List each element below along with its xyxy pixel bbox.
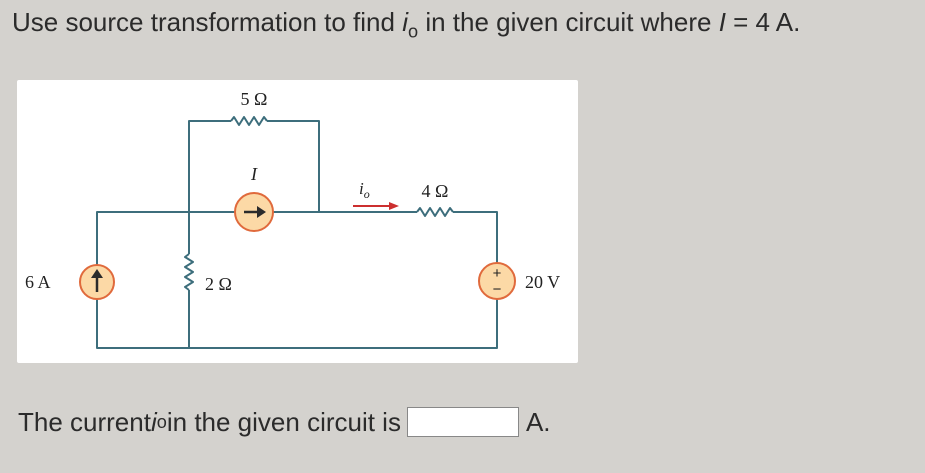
answer-prefix: The current [18,407,151,437]
answer-middle: in the given circuit is [166,407,401,437]
label-20v: 20 V [525,272,560,292]
arrowhead-right-icon [257,206,266,218]
answer-io-symbol: i [150,407,157,437]
io-symbol: i [402,7,408,37]
label-2-ohm: 2 Ω [205,274,232,294]
wire-left-top [96,211,235,270]
answer-input[interactable] [406,407,519,437]
io-direction-arrow [353,202,399,210]
resistor-5-ohm-zigzag [230,116,268,126]
label-io: io [359,179,370,201]
label-io-subscript: o [364,187,370,201]
question-prefix: Use source transformation to find [12,7,403,37]
plus-sign: + [493,265,502,282]
wire-top-left [188,120,231,212]
circuit-figure: + − 5 Ω I io 4 Ω 6 A 2 Ω 20 V [17,80,578,363]
resistor-2-ohm-zigzag [184,253,194,291]
wire-top-right [267,120,320,212]
voltage-source-20v: + − [478,262,516,300]
wire-bottom [96,294,498,349]
answer-unit: A. [525,407,551,437]
circuit-wires [96,116,498,349]
label-5-ohm: 5 Ω [241,89,268,109]
label-4-ohm: 4 Ω [422,181,449,201]
label-io-symbol: i [359,179,364,198]
wire-right-top [453,211,498,263]
question-text: Use source transformation to find io in … [12,2,800,51]
current-source-6a [79,264,115,300]
current-source-i [234,192,274,232]
io-subscript: o [407,21,419,42]
arrowhead-up-icon [91,269,103,278]
i-symbol: I [718,7,726,37]
resistor-4-ohm-zigzag [416,207,454,217]
minus-sign: − [493,281,502,298]
circuit-diagram: + − 5 Ω I io 4 Ω 6 A 2 Ω 20 V [25,89,560,349]
label-source-i: I [250,164,258,184]
question-middle: in the given circuit where [418,7,719,37]
question-value: = 4 A. [725,7,801,37]
answer-io-subscript: o [156,412,167,432]
label-6a: 6 A [25,272,51,292]
